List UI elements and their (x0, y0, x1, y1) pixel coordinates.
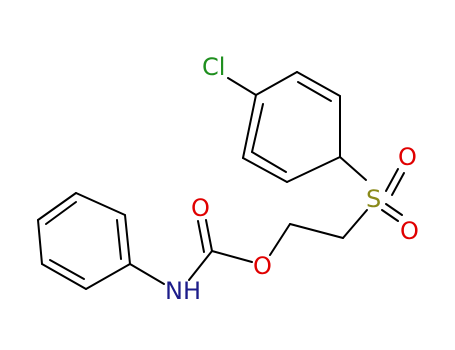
bond-ring2-b-inner (49, 259, 85, 280)
bond-ring2-d (37, 192, 77, 221)
bond-ring1-d (286, 156, 341, 183)
bond-n-ring2 (129, 263, 165, 285)
atom-labels: Cl S O O O O NH (165, 53, 419, 305)
bond-ring1-f (242, 94, 257, 159)
atom-oxygen-sulfonyl-lower: O (400, 217, 419, 245)
bond-ring1-f-inner (251, 103, 264, 153)
bond-ring2-e (75, 192, 126, 216)
bonds (37, 71, 405, 290)
atom-amine: NH (165, 277, 201, 305)
bond-o-c (211, 250, 253, 263)
bond-c-o-carbonyl-2 (197, 220, 205, 253)
bond-c-n (188, 250, 213, 281)
atom-sulfur: S (366, 185, 381, 213)
bond-ring1-e-inner (251, 151, 287, 173)
bond-ring2-f-inner (116, 219, 122, 260)
bond-s-o-lower-2 (385, 203, 403, 216)
bond-ring2-d-inner (45, 201, 77, 225)
bond-s-o-lower-1 (381, 209, 399, 222)
bond-cl-c (227, 77, 257, 96)
bond-s-ch2 (342, 209, 368, 239)
bond-ring1-e (242, 157, 288, 183)
bond-ring2-c (37, 219, 43, 265)
atom-chlorine: Cl (202, 53, 225, 81)
bond-ring-s (339, 156, 367, 181)
bond-c-o-carbonyl-1 (205, 219, 213, 252)
atom-oxygen-carbonyl: O (191, 194, 210, 222)
atom-oxygen-sulfonyl-upper: O (398, 143, 417, 171)
bond-ring2-a (85, 263, 131, 290)
bond-ch2-ch2 (289, 223, 344, 239)
bond-ring1-b-inner (297, 81, 332, 102)
bond-ch2-o (269, 223, 291, 256)
bond-ring1-a (255, 71, 298, 96)
bond-s-o-upper-1 (385, 168, 399, 192)
bond-ring1-b (296, 71, 341, 97)
bond-s-o-upper-2 (391, 172, 405, 196)
bond-ring2-b (41, 263, 87, 290)
atom-oxygen-ester: O (253, 252, 272, 280)
bond-ring2-f (124, 214, 131, 265)
